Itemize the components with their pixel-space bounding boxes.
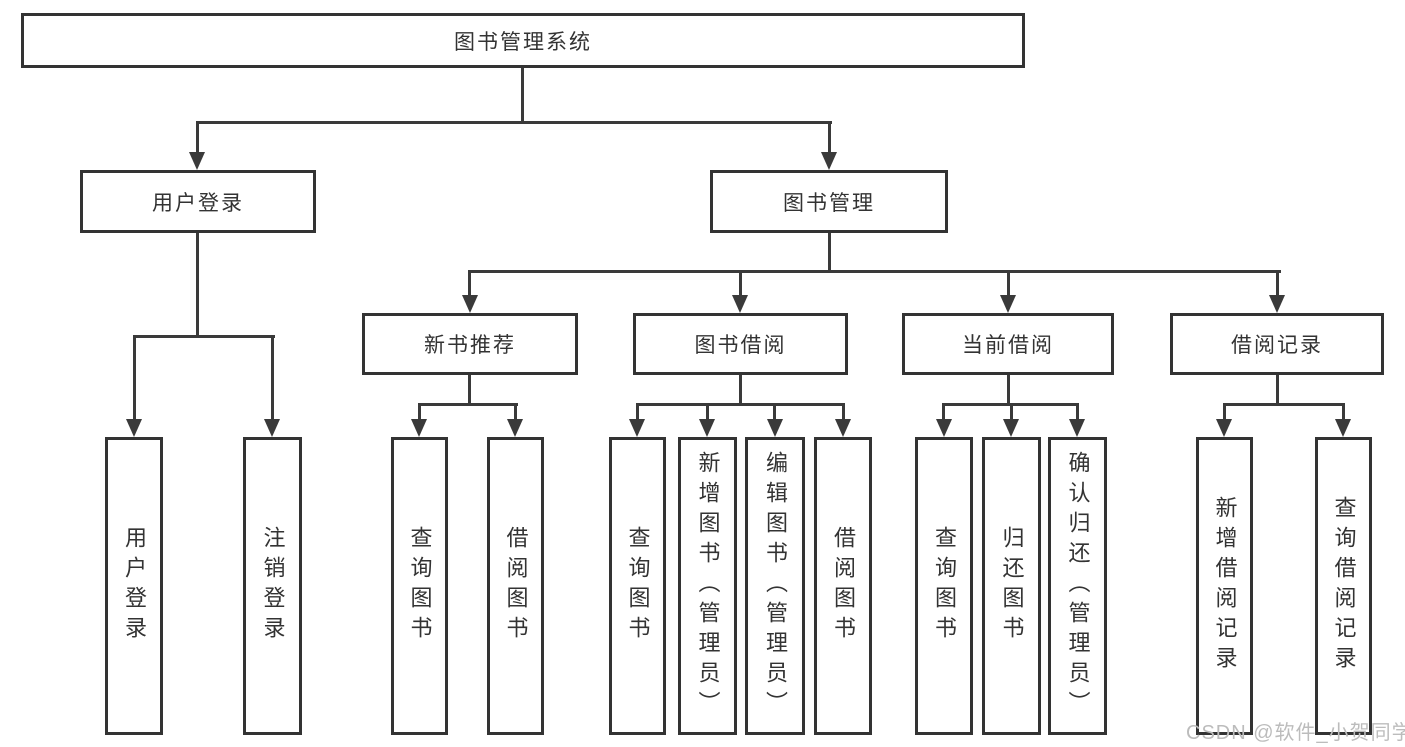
connector-l3-stem (1276, 375, 1279, 406)
node-book-management: 图书管理 (710, 170, 948, 233)
arrow-down-icon (411, 419, 427, 437)
node-new-book-recommend: 新书推荐 (362, 313, 578, 375)
leaf-return-books: 归还图书 (982, 437, 1041, 735)
arrow-down-icon (767, 419, 783, 437)
leaf-label: 查询借阅记录 (1331, 496, 1357, 676)
node-label: 图书借阅 (694, 334, 787, 357)
connector-l3-drop (739, 270, 742, 295)
leaf-query-books-recommend: 查询图书 (391, 437, 448, 735)
connector-leaf-drop (773, 403, 776, 419)
leaf-add-borrow-record: 新增借阅记录 (1196, 437, 1253, 735)
connector-leaf-drop (418, 403, 421, 419)
connector-l3-bus (636, 403, 845, 406)
connector-leaf-drop (514, 403, 517, 419)
connector-l3-bus (418, 403, 518, 406)
connector-l3-drop (1007, 270, 1010, 295)
connector-l3-stem (739, 375, 742, 406)
arrow-down-icon (732, 295, 748, 313)
connector-leaf-drop (942, 403, 945, 419)
connector-user-login-drop (196, 121, 199, 153)
connector-leaf-drop (636, 403, 639, 419)
node-library-system: 图书管理系统 (21, 13, 1025, 68)
node-label: 图书管理 (783, 191, 875, 215)
connector-l3-drop (468, 270, 471, 295)
arrow-down-icon (821, 152, 837, 170)
leaf-query-books-borrowing: 查询图书 (609, 437, 666, 735)
arrow-down-icon (1269, 295, 1285, 313)
leaf-query-borrow-record: 查询借阅记录 (1315, 437, 1372, 735)
node-label: 图书管理系统 (454, 30, 592, 54)
leaf-label: 确认归还（管理员） (1065, 451, 1091, 721)
connector-root-stem (521, 68, 524, 124)
arrow-down-icon (1000, 295, 1016, 313)
connector-l3-bus (1223, 403, 1345, 406)
node-label: 用户登录 (152, 191, 244, 215)
connector-root-bus (196, 121, 832, 124)
leaf-user-login: 用户登录 (105, 437, 163, 735)
arrow-down-icon (1069, 419, 1085, 437)
arrow-down-icon (1216, 419, 1232, 437)
connector-book-mgmt-drop (828, 121, 831, 153)
leaf-label: 用户登录 (122, 526, 147, 646)
arrow-down-icon (189, 152, 205, 170)
connector-leaf-drop (706, 403, 709, 419)
arrow-down-icon (507, 419, 523, 437)
connector-book-mgmt-bus (468, 270, 1281, 273)
arrow-down-icon (835, 419, 851, 437)
connector-leaf-drop (133, 335, 136, 419)
leaf-edit-book-admin: 编辑图书（管理员） (745, 437, 805, 735)
arrow-down-icon (126, 419, 142, 437)
leaf-label: 新增图书（管理员） (695, 451, 721, 721)
node-current-borrowing: 当前借阅 (902, 313, 1114, 375)
leaf-label: 新增借阅记录 (1212, 496, 1238, 676)
leaf-logout: 注销登录 (243, 437, 302, 735)
connector-l3-stem (1007, 375, 1010, 406)
connector-leaf-drop (1342, 403, 1345, 419)
leaf-query-books-current: 查询图书 (915, 437, 973, 735)
connector-user-login-bus (133, 335, 275, 338)
leaf-borrow-books-recommend: 借阅图书 (487, 437, 544, 735)
leaf-confirm-return-admin: 确认归还（管理员） (1048, 437, 1107, 735)
arrow-down-icon (1335, 419, 1351, 437)
leaf-label: 编辑图书（管理员） (763, 451, 788, 721)
connector-l3-stem (468, 375, 471, 406)
leaf-label: 借阅图书 (503, 526, 529, 646)
arrow-down-icon (462, 295, 478, 313)
csdn-watermark: CSDN @软件_小贺同学 (1186, 722, 1405, 744)
node-book-borrowing: 图书借阅 (633, 313, 848, 375)
leaf-label: 注销登录 (260, 526, 286, 646)
leaf-label: 归还图书 (999, 526, 1025, 646)
arrow-down-icon (629, 419, 645, 437)
node-label: 借阅记录 (1231, 334, 1323, 357)
connector-leaf-drop (1076, 403, 1079, 419)
node-label: 新书推荐 (424, 334, 516, 357)
connector-leaf-drop (271, 335, 274, 419)
leaf-label: 查询图书 (407, 526, 433, 646)
node-user-login: 用户登录 (80, 170, 316, 233)
connector-leaf-drop (1010, 403, 1013, 419)
arrow-down-icon (699, 419, 715, 437)
connector-l3-drop (1276, 270, 1279, 295)
node-label: 当前借阅 (962, 334, 1054, 357)
connector-leaf-drop (842, 403, 845, 419)
arrow-down-icon (1003, 419, 1019, 437)
connector-book-mgmt-stem (828, 233, 831, 273)
connector-user-login-stem (196, 233, 199, 338)
node-borrowing-records: 借阅记录 (1170, 313, 1384, 375)
leaf-label: 查询图书 (625, 526, 651, 646)
arrow-down-icon (264, 419, 280, 437)
leaf-label: 借阅图书 (831, 526, 856, 646)
arrow-down-icon (936, 419, 952, 437)
leaf-borrow-books-borrowing: 借阅图书 (814, 437, 872, 735)
connector-leaf-drop (1223, 403, 1226, 419)
leaf-label: 查询图书 (932, 526, 957, 646)
leaf-add-book-admin: 新增图书（管理员） (678, 437, 737, 735)
